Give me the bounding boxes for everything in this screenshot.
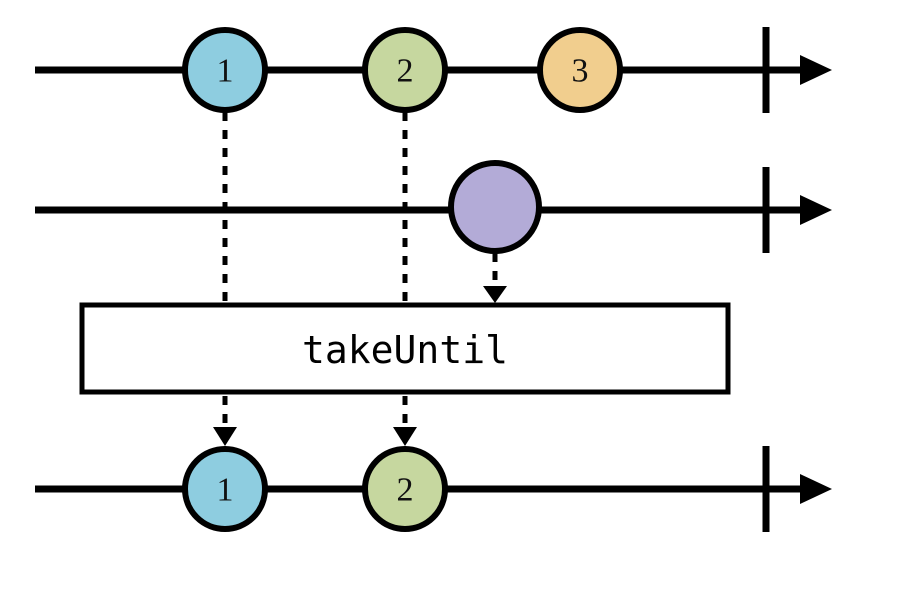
operator-box[interactable]: takeUntil (79, 302, 731, 395)
notifier-timeline (35, 160, 832, 254)
connector-notifier-to-operator (483, 253, 507, 303)
operator-box-rect (79, 302, 731, 395)
source-marble-1-label: 1 (217, 53, 234, 90)
output-marble-2-label: 2 (397, 472, 414, 509)
connector-output-1-arrow-icon (213, 427, 237, 446)
connectors-out-of-operator (213, 396, 417, 446)
output-marble-1[interactable]: 1 (182, 446, 268, 532)
source-marble-2[interactable]: 2 (362, 27, 448, 113)
source-marble-3-circle (537, 27, 623, 113)
notifier-timeline-arrow-icon (800, 195, 832, 225)
output-marble-1-label: 1 (217, 472, 234, 509)
connectors-into-operator (222, 112, 507, 303)
output-marble-2[interactable]: 2 (362, 446, 448, 532)
connector-operator-to-output-2 (393, 396, 417, 446)
connector-operator-to-output-1 (213, 396, 237, 446)
connector-notifier-arrow-icon (483, 286, 507, 303)
output-timeline-arrow-icon (800, 474, 832, 504)
source-marble-1-circle (182, 27, 268, 113)
source-marble-2-circle (362, 27, 448, 113)
connector-output-2-arrow-icon (393, 427, 417, 446)
operator-box-label: takeUntil (302, 328, 508, 372)
source-marble-3-label: 3 (572, 53, 589, 90)
output-marble-2-circle (362, 446, 448, 532)
source-marble-1[interactable]: 1 (182, 27, 268, 113)
output-timeline: 1 2 (35, 446, 832, 532)
source-timeline: 1 2 3 (35, 27, 832, 113)
output-marble-1-circle (182, 446, 268, 532)
notifier-marble[interactable] (448, 160, 542, 254)
notifier-marble-circle (448, 160, 542, 254)
source-timeline-arrow-icon (800, 55, 832, 85)
source-marble-3[interactable]: 3 (537, 27, 623, 113)
source-marble-2-label: 2 (397, 53, 414, 90)
